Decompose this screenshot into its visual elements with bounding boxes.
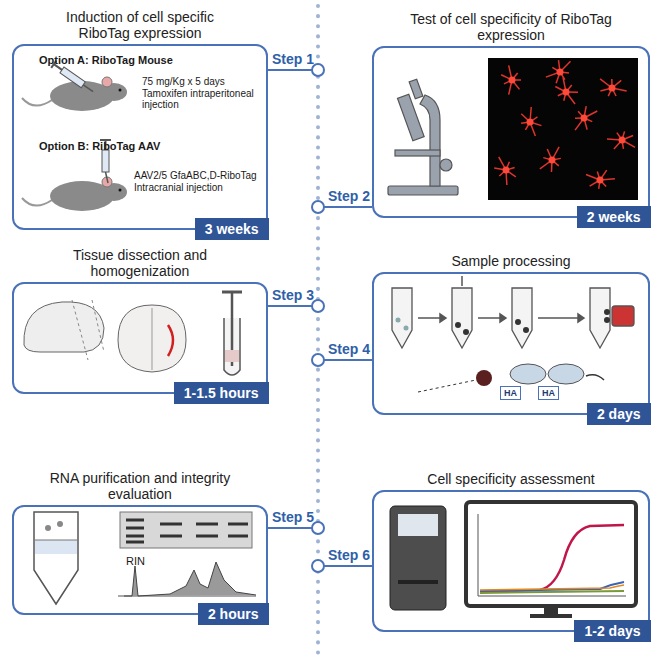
step-heading: Induction of cell specific RiboTag expre… (14, 9, 266, 41)
duration-tab: 2 days (587, 403, 651, 425)
tag-label: HA (500, 386, 521, 400)
step-panel: Induction of cell specific RiboTag expre… (12, 44, 268, 230)
cell (575, 106, 597, 130)
brain-sagittal (24, 300, 104, 360)
step-panel: Test of cell specificity of RiboTag expr… (372, 46, 650, 218)
cell (586, 170, 615, 189)
cell (521, 107, 541, 136)
step-note: Option B: RiboTag AAV (39, 140, 160, 153)
microscope (388, 79, 458, 195)
purification-tube (34, 512, 78, 604)
step-label: Step 3 (268, 287, 314, 303)
brain-coronal (118, 305, 186, 372)
duration-tab: 2 weeks (577, 206, 651, 228)
step-heading: Test of cell specificity of RiboTag expr… (374, 11, 648, 43)
cell (494, 157, 516, 185)
step-heading: RNA purification and integrity evaluatio… (14, 470, 266, 502)
fluorescence-image (488, 58, 638, 200)
step-label: Step 2 (328, 188, 370, 204)
step-note: Option A: RiboTag Mouse (39, 54, 173, 67)
duration-tab: 1-2 days (574, 620, 650, 642)
mouse-b (22, 177, 127, 211)
cell (600, 79, 627, 96)
step-panel: Sample processingHAHA2 days (372, 272, 650, 415)
duration-tab: 1-1.5 hours (174, 382, 269, 404)
step-label: Step 5 (268, 509, 314, 525)
step-note: AAV2/5 GfaABC,D-RiboTag Intracranial inj… (134, 170, 262, 193)
beads (396, 309, 611, 335)
timeline (316, 6, 320, 656)
tubes (392, 288, 634, 348)
cell (546, 60, 571, 83)
step-panel: RNA purification and integrity evaluatio… (12, 505, 268, 615)
step-panel: Tissue dissection and homogenization1-1.… (12, 282, 268, 394)
qpcr-machine (390, 506, 446, 610)
cell (555, 77, 578, 104)
step-label: Step 1 (268, 51, 314, 67)
cell (607, 131, 635, 149)
process-arrows (418, 276, 584, 322)
step-note: 75 mg/Kg x 5 days Tamoxifen intraperiton… (142, 76, 262, 111)
duration-tab: 3 weeks (195, 218, 269, 240)
step-heading: Tissue dissection and homogenization (14, 247, 266, 279)
gel (120, 512, 252, 548)
cell (501, 65, 521, 94)
step-panel: Cell specificity assessment1-2 days (372, 490, 650, 632)
tag-label: HA (538, 386, 559, 400)
monitor (466, 502, 636, 618)
step-note: RIN (126, 555, 145, 568)
duration-tab: 2 hours (198, 603, 269, 625)
homogenizer (222, 292, 242, 375)
astrocyte-cells (494, 60, 635, 189)
step-label: Step 4 (328, 341, 370, 357)
rin-trace (118, 562, 256, 596)
step-label: Step 6 (328, 547, 370, 563)
step-connectors (268, 64, 372, 572)
step-heading: Sample processing (374, 253, 648, 269)
cell (540, 147, 561, 172)
step-heading: Cell specificity assessment (374, 471, 648, 487)
